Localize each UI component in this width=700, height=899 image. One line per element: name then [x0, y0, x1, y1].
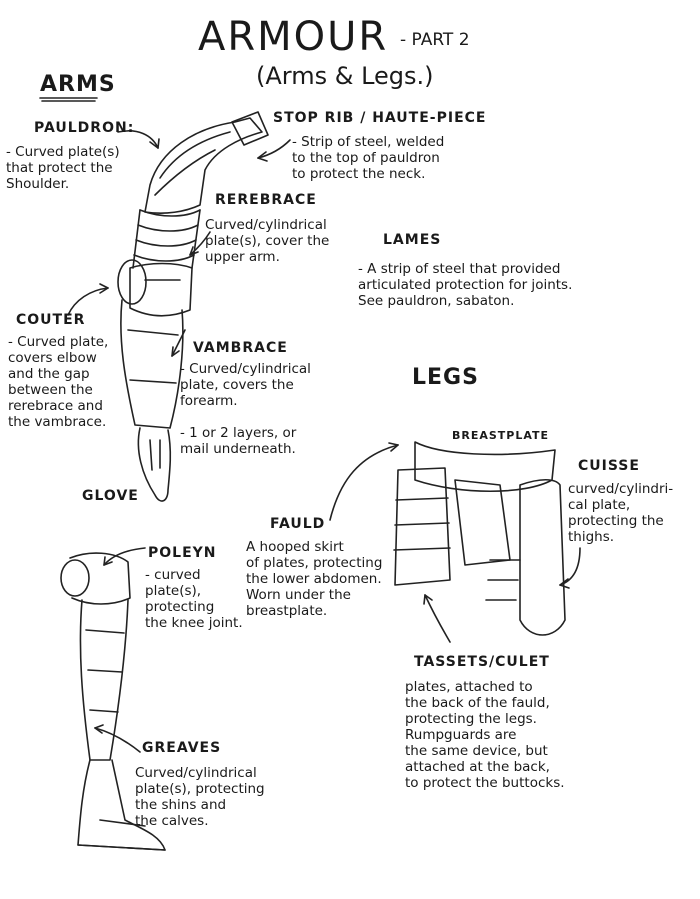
stop-rib-drawing	[231, 111, 269, 146]
arrow-pauldron	[117, 130, 159, 149]
label-cuisse: CUISSE	[578, 458, 640, 474]
desc-couter: - Curved plate, covers elbow and the gap…	[8, 334, 109, 430]
arrow-stop-rib	[257, 139, 291, 159]
arrow-poleyn	[103, 547, 146, 566]
vambrace-drawing	[120, 299, 184, 429]
desc-tassets-culet: plates, attached to the back of the faul…	[405, 679, 565, 791]
desc-stop-rib: - Strip of steel, welded to the top of p…	[292, 134, 445, 182]
cuisse-drawing	[519, 478, 566, 636]
tasset-drawing	[394, 467, 451, 586]
label-lames: LAMES	[383, 232, 442, 248]
label-pauldron: PAULDRON:	[34, 120, 135, 136]
label-poleyn: POLEYN	[148, 545, 217, 561]
desc-lames: - A strip of steel that provided articul…	[358, 261, 573, 309]
label-fauld: FAULD	[270, 516, 326, 532]
label-breastplate: BREASTPLATE	[452, 429, 550, 442]
page-title: ARMOUR	[198, 14, 389, 60]
section-arms: ARMS	[40, 72, 116, 97]
desc-cuisse: curved/cylindri- cal plate, protecting t…	[568, 481, 674, 545]
glove-drawing	[137, 427, 172, 502]
arrow-greaves	[94, 727, 141, 753]
desc-poleyn: - curved plate(s), protecting the knee j…	[145, 567, 243, 631]
arrow-rerebrace	[189, 231, 211, 256]
fauld-cuisse-drawing	[393, 441, 566, 636]
page-title-part: - PART 2	[400, 30, 470, 50]
arrow-cuisse	[559, 547, 581, 586]
label-couter: COUTER	[16, 312, 86, 328]
desc-rerebrace: Curved/cylindrical plate(s), cover the u…	[205, 217, 330, 265]
label-glove: GLOVE	[82, 488, 139, 504]
desc-fauld: A hooped skirt of plates, protecting the…	[246, 539, 383, 619]
desc-pauldron: - Curved plate(s) that protect the Shoul…	[6, 144, 120, 192]
arrow-couter	[67, 287, 109, 316]
section-legs: LEGS	[412, 365, 479, 390]
arm-armour-drawing	[117, 111, 269, 502]
leg-armour-drawing	[60, 552, 166, 851]
arrow-fauld	[329, 444, 399, 521]
pauldron-drawing	[144, 117, 263, 214]
label-rerebrace: REREBRACE	[215, 192, 317, 208]
label-stop-rib: STOP RIB / HAUTE-PIECE	[273, 110, 487, 126]
desc-greaves: Curved/cylindrical plate(s), protecting …	[135, 765, 265, 829]
desc-vambrace: - Curved/cylindrical plate, covers the f…	[180, 361, 311, 457]
arrow-tassets	[424, 594, 451, 643]
label-greaves: GREAVES	[142, 740, 222, 756]
greaves-drawing	[79, 599, 129, 761]
label-vambrace: VAMBRACE	[193, 340, 288, 356]
page-subtitle: (Arms & Legs.)	[256, 62, 434, 90]
label-tassets-culet: TASSETS/CULET	[414, 654, 550, 670]
poleyn-drawing	[60, 559, 90, 597]
couter-drawing	[117, 259, 147, 305]
